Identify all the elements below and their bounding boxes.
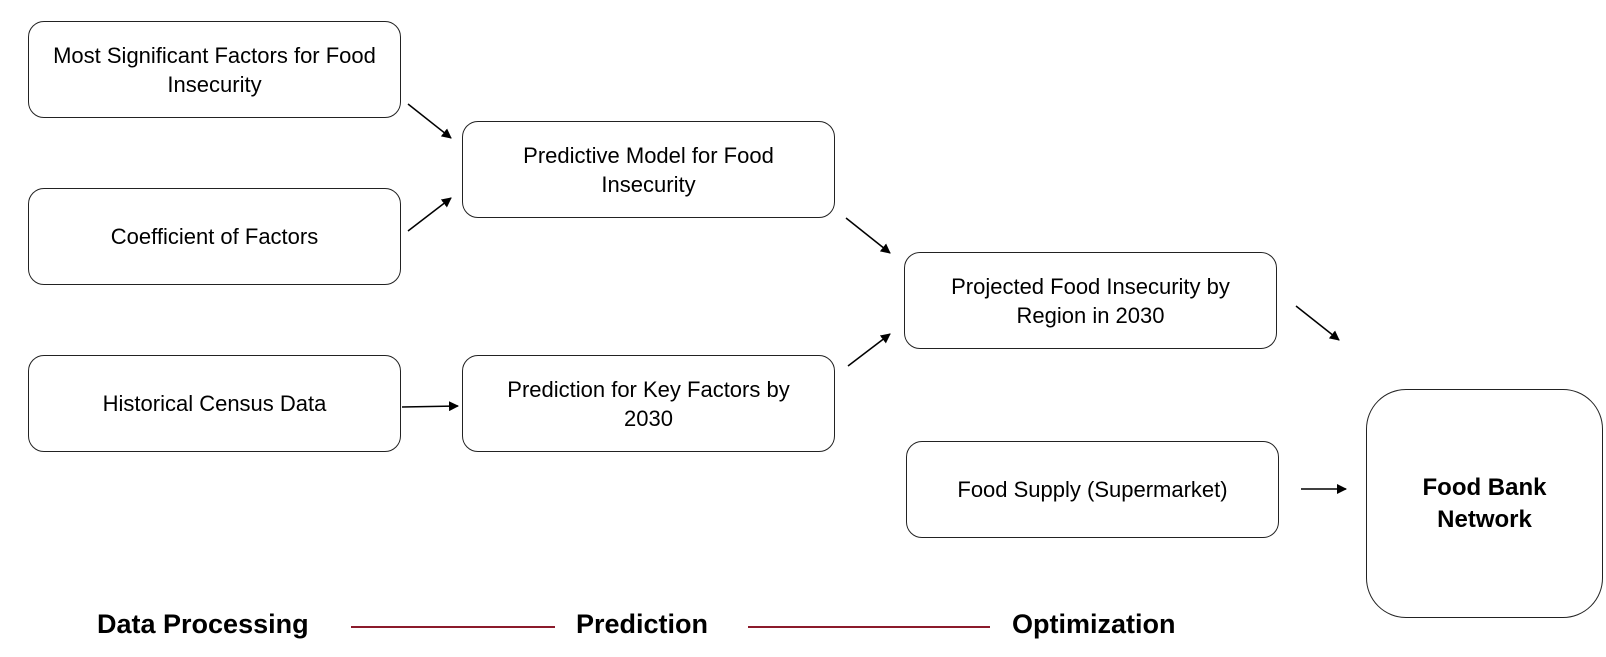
node-label: Predictive Model for Food Insecurity <box>523 142 774 197</box>
arrow-census-to-keyfactors <box>401 401 459 412</box>
node-label: Coefficient of Factors <box>110 224 319 249</box>
stage-data-processing: Data Processing <box>97 609 309 639</box>
node-label: Projected Food Insecurity by Region in 2… <box>951 273 1230 328</box>
node-most-significant-factors: Most Significant Factors for Food Insecu… <box>28 21 401 118</box>
node-label: Prediction for Key Factors by 2030 <box>507 376 790 431</box>
arrow-projected-to-foodbank <box>1295 305 1340 341</box>
node-label: Historical Census Data <box>102 391 327 416</box>
stage-connector <box>748 626 990 628</box>
node-label: Most Significant Factors for Food Insecu… <box>53 42 376 97</box>
arrow-keyfactors-to-projected <box>847 333 891 367</box>
stage-prediction: Prediction <box>576 609 709 639</box>
node-label: Food Supply (Supermarket) <box>957 477 1228 502</box>
node-projected-food-insecurity: Projected Food Insecurity by Region in 2… <box>904 252 1277 349</box>
node-label: Food Bank Network <box>1422 473 1547 533</box>
arrow-factors-to-model <box>407 103 452 139</box>
stage-connector <box>351 626 555 628</box>
node-predictive-model: Predictive Model for Food Insecurity <box>462 121 835 218</box>
node-key-factors-prediction: Prediction for Key Factors by 2030 <box>462 355 835 452</box>
stage-optimization: Optimization <box>1012 609 1176 639</box>
node-food-supply: Food Supply (Supermarket) <box>906 441 1279 538</box>
node-historical-census-data: Historical Census Data <box>28 355 401 452</box>
node-coefficient-of-factors: Coefficient of Factors <box>28 188 401 285</box>
arrow-coefficient-to-model <box>407 197 452 232</box>
arrow-model-to-projected <box>845 217 891 254</box>
node-food-bank-network: Food Bank Network <box>1366 389 1603 618</box>
